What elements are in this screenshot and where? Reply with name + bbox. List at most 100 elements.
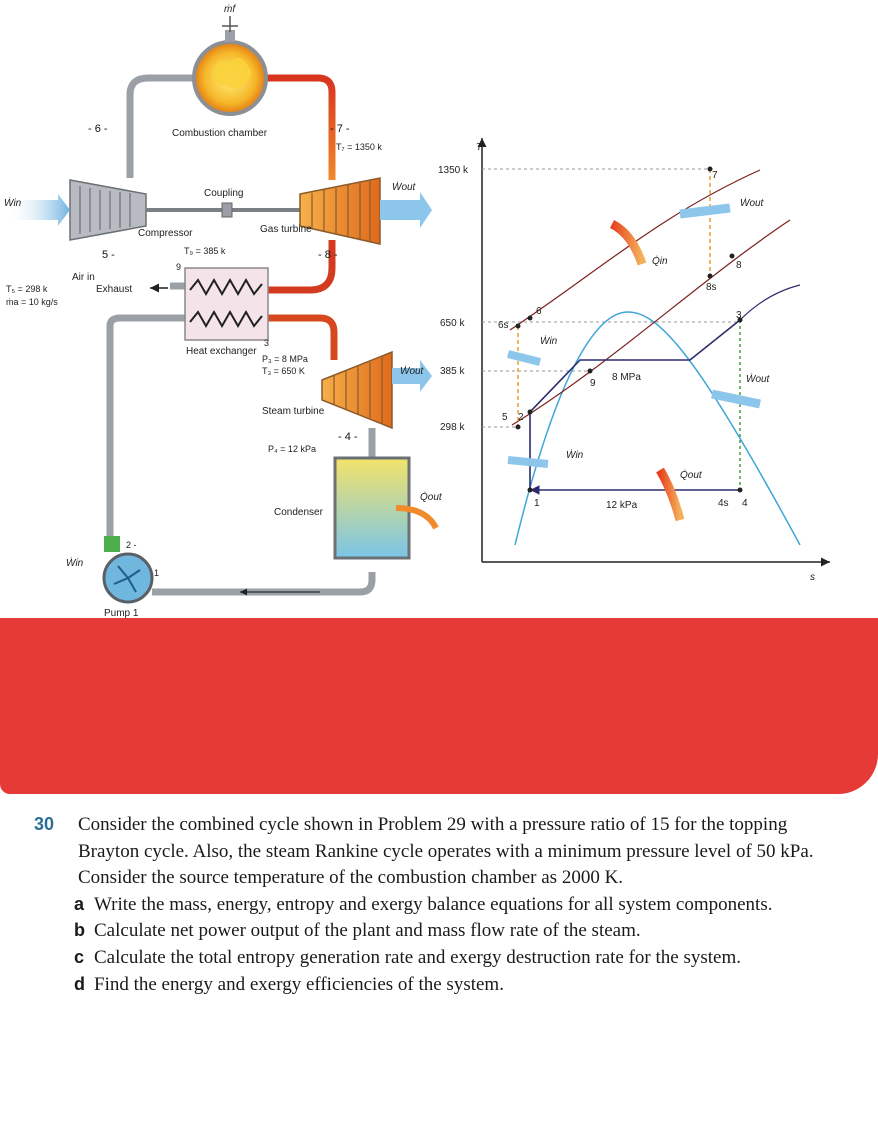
win-pump-label: Ẇin — [66, 557, 84, 569]
gas-turbine-label: Gas turbine — [260, 224, 312, 235]
ts-point-5: 5 — [502, 412, 508, 423]
p4-label: P₄ = 12 kPa — [268, 444, 316, 454]
ts-point-2: 2 — [518, 412, 524, 423]
hot-pipes — [265, 74, 338, 360]
state-5-label: 5 - — [102, 249, 115, 261]
win-ts-bottom-label: Ẇin — [566, 449, 584, 461]
state-7-label: - 7 - — [330, 123, 350, 135]
steam-turbine-label: Steam turbine — [262, 406, 325, 417]
steam-turbine — [321, 350, 393, 458]
ts-point-4: 4 — [742, 498, 748, 509]
part-text: Calculate net power output of the plant … — [94, 920, 641, 942]
coupling-label: Coupling — [204, 188, 243, 199]
problem-statement: 30 Consider the combined cycle shown in … — [34, 812, 844, 998]
problem-part-a: a Write the mass, energy, entropy and ex… — [74, 892, 844, 919]
ts-point-9: 9 — [590, 378, 596, 389]
problem-part-d: d Find the energy and exergy efficiencie… — [74, 972, 844, 999]
t5-label: T₅ = 298 k — [6, 284, 48, 294]
ts-point-6: 6 — [536, 306, 542, 317]
state-1-label: 1 — [154, 568, 159, 578]
qin-arrow — [609, 219, 647, 266]
compressor — [69, 179, 147, 241]
t3-label: T₃ = 650 K — [262, 366, 305, 376]
exhaust-label: Exhaust — [96, 284, 132, 295]
wout-steam-arrow — [392, 360, 432, 392]
heat-exchanger-label: Heat exchanger — [186, 346, 257, 357]
win-bottom-arrow — [507, 456, 549, 468]
p3-label: P₃ = 8 MPa — [262, 354, 308, 364]
coupling-block — [221, 202, 233, 218]
win-label: Ẇin — [4, 197, 22, 209]
wout-ts-top-label: Ẇout — [740, 197, 765, 209]
state-2-label: 2 - — [126, 540, 137, 550]
qin-label: Q̇in — [652, 254, 668, 267]
air-in-label: Air in — [72, 272, 95, 283]
part-text: Find the energy and exergy efficiencies … — [94, 973, 504, 995]
tick-385: 385 k — [440, 366, 465, 377]
tick-650: 650 k — [440, 318, 465, 329]
condenser-label: Condenser — [274, 507, 324, 518]
state-8-label: - 8 - — [318, 249, 338, 261]
win-arrow-compressor — [6, 194, 70, 226]
ts-point-7: 7 — [712, 170, 718, 181]
wout-top-arrow — [679, 203, 731, 219]
pump — [102, 536, 154, 604]
part-label: c — [74, 946, 85, 967]
state-9-label: 9 — [176, 262, 181, 272]
gas-turbine — [299, 177, 381, 245]
wout-gas-arrow — [380, 192, 432, 228]
p8mpa-label: 8 MPa — [612, 372, 641, 383]
part-label: b — [74, 920, 85, 941]
ts-x-axis-label: s — [810, 572, 815, 583]
qout-ts-label: Q̇out — [680, 468, 703, 481]
part-label: d — [74, 973, 85, 994]
ts-point-1: 1 — [534, 498, 540, 509]
ts-point-8: 8 — [736, 260, 742, 271]
redaction-block — [0, 618, 878, 794]
problem-part-c: c Calculate the total entropy generation… — [74, 945, 844, 972]
mass-flow-air-label: ṁa = 10 kg/s — [6, 297, 58, 307]
state-3-label: 3 — [264, 338, 269, 348]
combustion-chamber — [192, 16, 268, 116]
ts-state-points — [515, 166, 743, 493]
qout-arrow — [656, 467, 685, 522]
tick-1350: 1350 k — [438, 165, 469, 176]
state-4-label: - 4 - — [338, 431, 358, 443]
ts-point-4s: 4s — [718, 498, 729, 509]
rankine-high-pressure-path — [529, 319, 741, 490]
p12kpa-label: 12 kPa — [606, 500, 638, 511]
brayton-low-pressure-line — [511, 219, 791, 426]
wout-ts-bottom-label: Ẇout — [746, 373, 771, 385]
qout-schematic-label: Q̇out — [420, 490, 443, 503]
state-6-label: - 6 - — [88, 123, 108, 135]
tick-298: 298 k — [440, 422, 465, 433]
part-text: Calculate the total entropy generation r… — [94, 946, 741, 968]
ts-point-3: 3 — [736, 310, 742, 321]
qout-arrow-schematic — [395, 505, 439, 530]
problem-number: 30 — [34, 814, 55, 834]
win-top-arrow — [507, 350, 541, 366]
part-label: a — [74, 893, 85, 914]
wout-steam-label: Ẇout — [400, 365, 425, 377]
t9-label: T₉ = 385 k — [184, 246, 226, 256]
pump-label: Pump 1 — [104, 608, 139, 619]
ts-point-8s: 8s — [706, 282, 717, 293]
compressor-label: Compressor — [138, 228, 193, 239]
t7-label: T₇ = 1350 k — [336, 142, 382, 152]
ts-point-6s: 6s — [498, 320, 509, 331]
fuel-flow-label: ṁf — [224, 4, 236, 15]
wout-gas-label: Ẇout — [392, 181, 417, 193]
combustion-chamber-label: Combustion chamber — [172, 128, 268, 139]
win-ts-top-label: Ẇin — [540, 335, 558, 347]
problem-part-b: b Calculate net power output of the plan… — [74, 918, 844, 945]
part-text: Write the mass, energy, entropy and exer… — [94, 893, 773, 915]
heat-exchanger — [184, 267, 269, 341]
pipes — [106, 74, 376, 596]
saturation-dome — [514, 311, 801, 546]
rankine-8mpa-line — [739, 284, 801, 321]
problem-stem: Consider the combined cycle shown in Pro… — [78, 814, 814, 889]
ts-y-axis-label: T — [476, 142, 483, 153]
combined-cycle-figure: ṁf Combustion chamber - 6 - - 7 - T₇ = 1… — [4, 4, 830, 619]
ts-axes — [477, 138, 830, 567]
wout-bottom-arrow — [711, 389, 761, 409]
